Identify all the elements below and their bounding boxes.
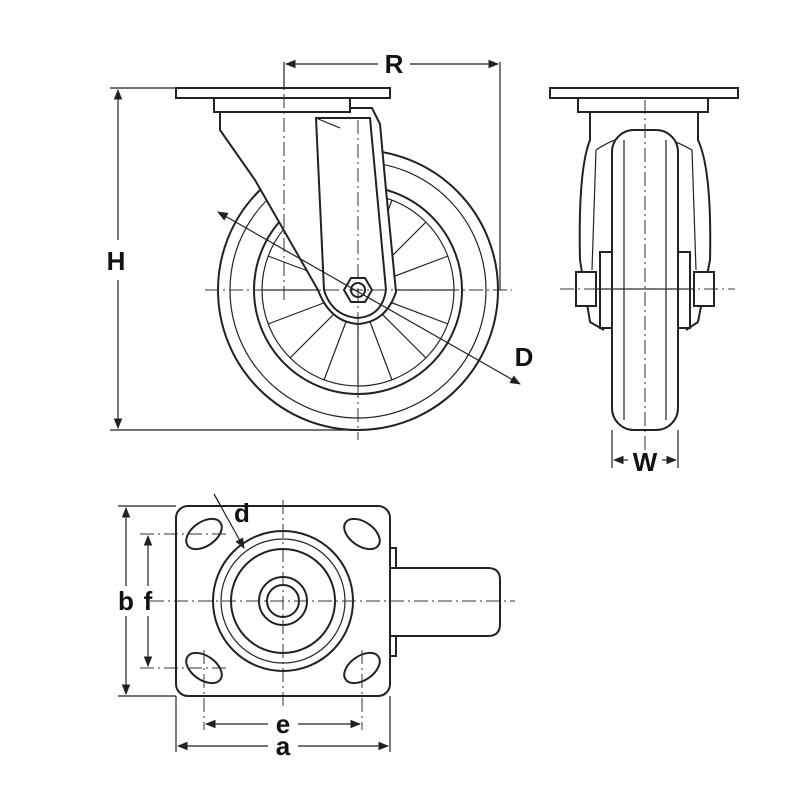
front-view: W <box>549 87 739 477</box>
dim-label-R: R <box>385 49 404 79</box>
front-hub-right <box>677 251 691 329</box>
front-fork-outer <box>578 112 712 331</box>
dim-label-W: W <box>633 447 658 477</box>
dim-label-d: d <box>234 498 250 528</box>
dim-label-f: f <box>144 586 153 616</box>
swivel-arm <box>387 567 501 637</box>
bolt-slot-bl <box>185 651 223 685</box>
dim-label-b: b <box>118 586 134 616</box>
bearing-housing <box>213 97 351 113</box>
top-plate <box>175 87 391 99</box>
fork-edge <box>315 117 341 129</box>
front-bearing-housing <box>577 97 709 113</box>
bolt-slot-tr <box>343 517 381 551</box>
dim-label-D: D <box>515 342 534 372</box>
side-view: R H D <box>107 49 534 440</box>
front-hub-left <box>599 251 613 329</box>
dim-label-H: H <box>107 246 126 276</box>
bolt-slot-tl <box>185 517 223 551</box>
top-view: b f e a d <box>118 493 515 761</box>
dim-label-e: e <box>276 709 290 739</box>
front-top-plate <box>549 87 739 99</box>
bolt-slot-br <box>343 651 381 685</box>
dim-label-a: a <box>276 731 291 761</box>
